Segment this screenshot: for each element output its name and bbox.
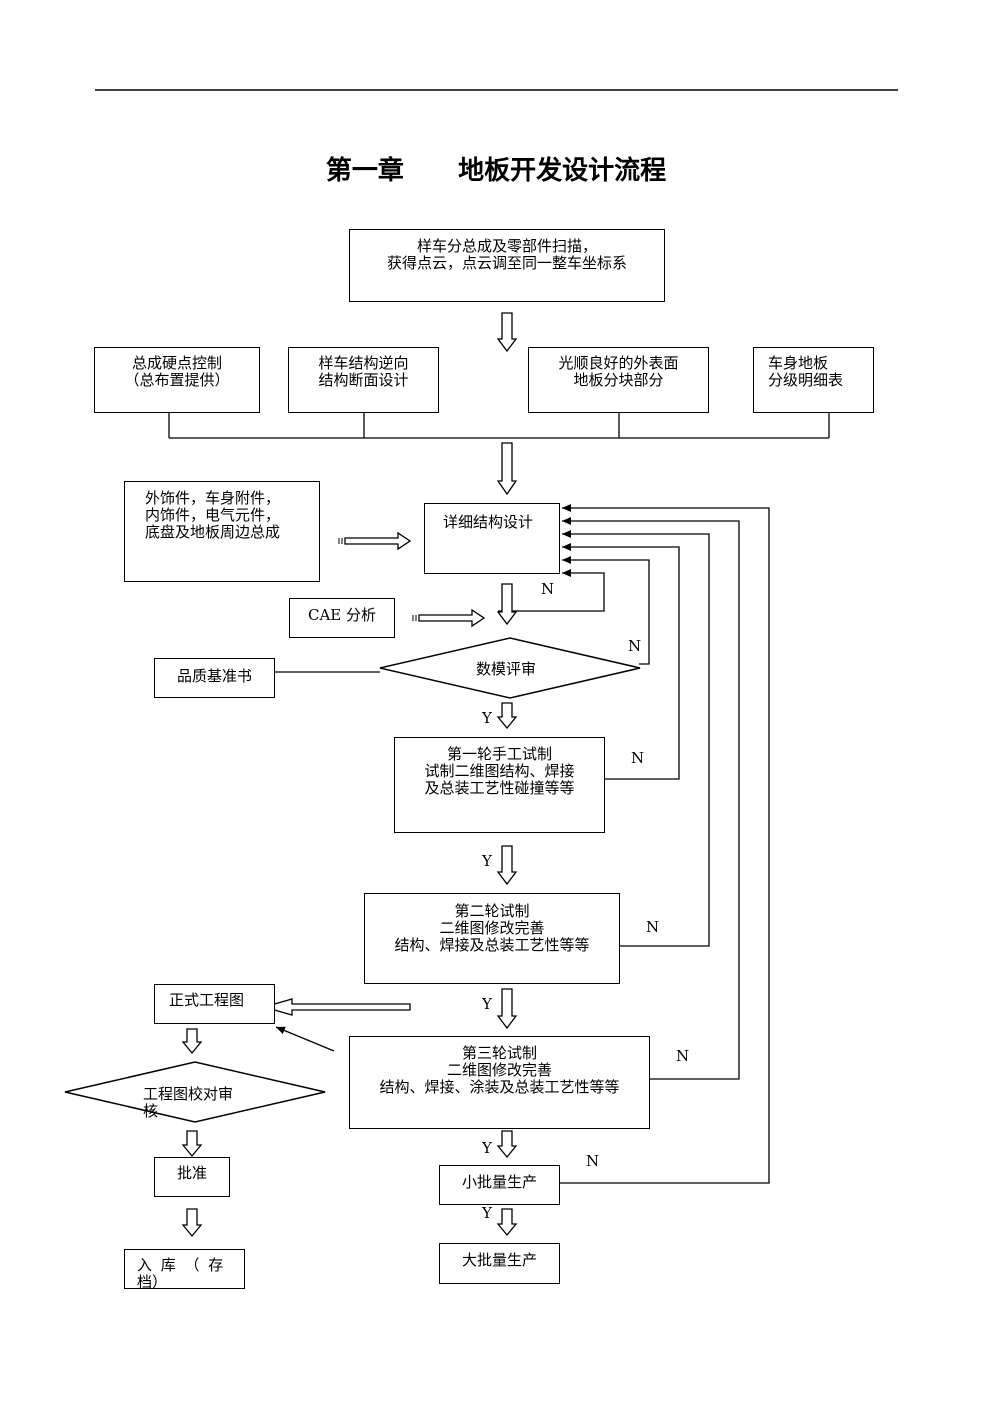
loop-review	[562, 556, 650, 665]
box-text: 试制二维图结构、焊接	[424, 762, 575, 780]
approve-box: 批准	[154, 1157, 230, 1197]
loop-review-inner	[498, 569, 605, 612]
n-label: N	[631, 749, 645, 767]
box-text: 结构断面设计	[318, 371, 409, 389]
box-text: 小批量生产	[461, 1173, 537, 1191]
surface-box: 光顺良好的外表面 地板分块部分	[528, 347, 709, 413]
diamond-text: 核	[143, 1102, 159, 1120]
arrow-down	[496, 702, 518, 730]
box-text: 及总装工艺性碰撞等等	[424, 779, 575, 797]
arrow-down	[496, 583, 518, 626]
quality-box: 品质基准书	[154, 658, 275, 698]
box-text: 二维图修改完善	[439, 919, 545, 937]
arrow-down	[496, 988, 518, 1030]
box-text: 样车分总成及零部件扫描，	[416, 237, 597, 255]
box-text: 入 库 （ 存	[137, 1256, 226, 1274]
arrow-down	[496, 1130, 518, 1159]
box-text: 大批量生产	[461, 1251, 537, 1269]
y-label: Y	[482, 995, 492, 1013]
y-label: Y	[482, 1139, 492, 1157]
box-text: 第二轮试制	[454, 902, 530, 920]
n-label: N	[646, 918, 660, 936]
box-text: 结构、焊接及总装工艺性等等	[394, 936, 590, 954]
box-text: 地板分块部分	[573, 371, 664, 389]
arrow-down	[496, 845, 518, 886]
loop-trial3	[562, 517, 740, 1080]
formal-arrow	[261, 998, 411, 1016]
trial1-box: 第一轮手工试制 试制二维图结构、焊接 及总装工艺性碰撞等等	[394, 737, 605, 833]
box-text: 结构、焊接、涂装及总装工艺性等等	[379, 1078, 620, 1096]
arrow-down	[496, 442, 518, 496]
trial2-box: 第二轮试制 二维图修改完善 结构、焊接及总装工艺性等等	[364, 893, 620, 984]
archive-box: 入 库 （ 存 档）	[124, 1249, 245, 1289]
scan-box: 样车分总成及零部件扫描， 获得点云，点云调至同一整车坐标系	[349, 229, 665, 302]
check-diamond	[64, 1061, 326, 1123]
box-text: 正式工程图	[169, 991, 245, 1009]
box-text: 二维图修改完善	[446, 1061, 552, 1079]
hollow-side-arrows	[261, 531, 486, 1016]
bom-box: 车身地板 分级明细表	[753, 347, 874, 413]
box-text: （总布置提供）	[124, 371, 230, 389]
box-text: 第三轮试制	[461, 1044, 537, 1062]
box-text: 总成硬点控制	[131, 354, 222, 372]
n-label: N	[628, 637, 642, 655]
merge-bracket	[168, 412, 830, 439]
formal-drawing-box: 正式工程图	[154, 984, 275, 1024]
arrow-down	[181, 1130, 203, 1158]
check-diamond-text: 工程图校对审 核	[143, 1086, 233, 1120]
hardpoint-box: 总成硬点控制 （总布置提供）	[94, 347, 260, 413]
mass-production-box: 大批量生产	[439, 1243, 560, 1284]
y-label: Y	[482, 852, 492, 870]
box-text: CAE 分析	[307, 606, 377, 624]
small-batch-box: 小批量生产	[439, 1165, 560, 1205]
reverse-design-box: 样车结构逆向 结构断面设计	[288, 347, 439, 413]
arrow-down	[181, 1028, 203, 1055]
box-text: 光顺良好的外表面	[558, 354, 679, 372]
review-diamond	[379, 637, 641, 699]
loop-trial1	[562, 543, 680, 780]
box-text: 外饰件，车身附件，	[145, 489, 281, 507]
box-text: 品质基准书	[176, 667, 252, 685]
box-text: 底盘及地板周边总成	[145, 523, 281, 541]
cae-arrow	[418, 608, 486, 628]
box-text: 获得点云，点云调至同一整车坐标系	[386, 254, 627, 272]
review-diamond-text: 数模评审	[476, 660, 537, 678]
arrow-down	[496, 1208, 518, 1237]
box-text: 分级明细表	[768, 371, 844, 389]
diamond-text: 工程图校对审	[143, 1085, 234, 1103]
loop-small	[560, 504, 770, 1184]
arrow-down	[181, 1208, 203, 1238]
loop-trial2	[562, 530, 710, 947]
box-text: 第一轮手工试制	[446, 745, 552, 763]
arrow-down	[496, 312, 518, 353]
n-label: N	[586, 1152, 600, 1170]
box-text: 批准	[176, 1164, 207, 1182]
n-label: N	[676, 1047, 690, 1065]
trial3-to-formal	[275, 1026, 335, 1052]
detail-design-box: 详细结构设计	[424, 503, 560, 574]
n-label: N	[541, 580, 555, 598]
box-text: 详细结构设计	[443, 513, 534, 531]
trial3-box: 第三轮试制 二维图修改完善 结构、焊接、涂装及总装工艺性等等	[349, 1036, 650, 1129]
box-text: 档）	[137, 1273, 168, 1289]
y-label: Y	[482, 709, 492, 727]
box-text: 样车结构逆向	[318, 354, 409, 372]
y-label: Y	[482, 1204, 492, 1222]
cae-box: CAE 分析	[289, 598, 395, 638]
box-text: 内饰件，电气元件，	[145, 506, 281, 524]
parts-box: 外饰件，车身附件， 内饰件，电气元件， 底盘及地板周边总成	[124, 481, 320, 582]
hollow-down-arrows	[181, 312, 518, 1238]
feedback-loops	[498, 504, 770, 1184]
box-text: 车身地板	[768, 354, 829, 372]
page-title: 第一章 地板开发设计流程	[325, 156, 667, 186]
parts-arrow	[344, 531, 412, 551]
